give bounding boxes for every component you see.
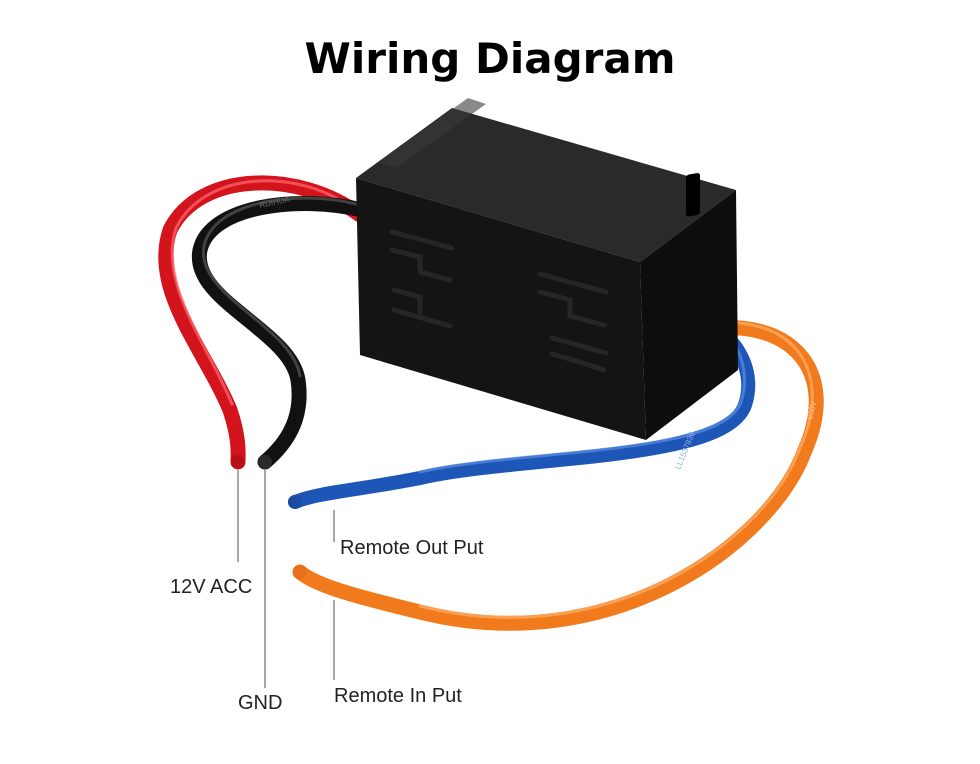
label-remote-out: Remote Out Put xyxy=(340,537,484,559)
red-wire-highlight xyxy=(170,179,354,406)
box-top-ridge xyxy=(378,98,486,168)
box-top-face xyxy=(356,108,736,262)
red-wire xyxy=(158,175,368,470)
box-side-face xyxy=(640,190,738,440)
orange-wire-end xyxy=(293,565,307,579)
box-emboss-right xyxy=(537,271,609,373)
black-wire-highlight xyxy=(202,196,358,378)
black-wire xyxy=(191,196,370,470)
box-emboss-left xyxy=(389,229,455,329)
label-12v-acc: 12V ACC xyxy=(170,576,253,598)
label-gnd: GND xyxy=(238,692,283,714)
diagram-title: Wiring Diagram xyxy=(304,34,676,83)
label-remote-in: Remote In Put xyxy=(334,685,462,707)
black-wire-end xyxy=(258,455,272,469)
box-side-slot xyxy=(686,173,700,217)
orange-wire-highlight xyxy=(418,321,814,619)
red-wire-end xyxy=(231,455,245,469)
blue-wire-end xyxy=(288,495,302,509)
